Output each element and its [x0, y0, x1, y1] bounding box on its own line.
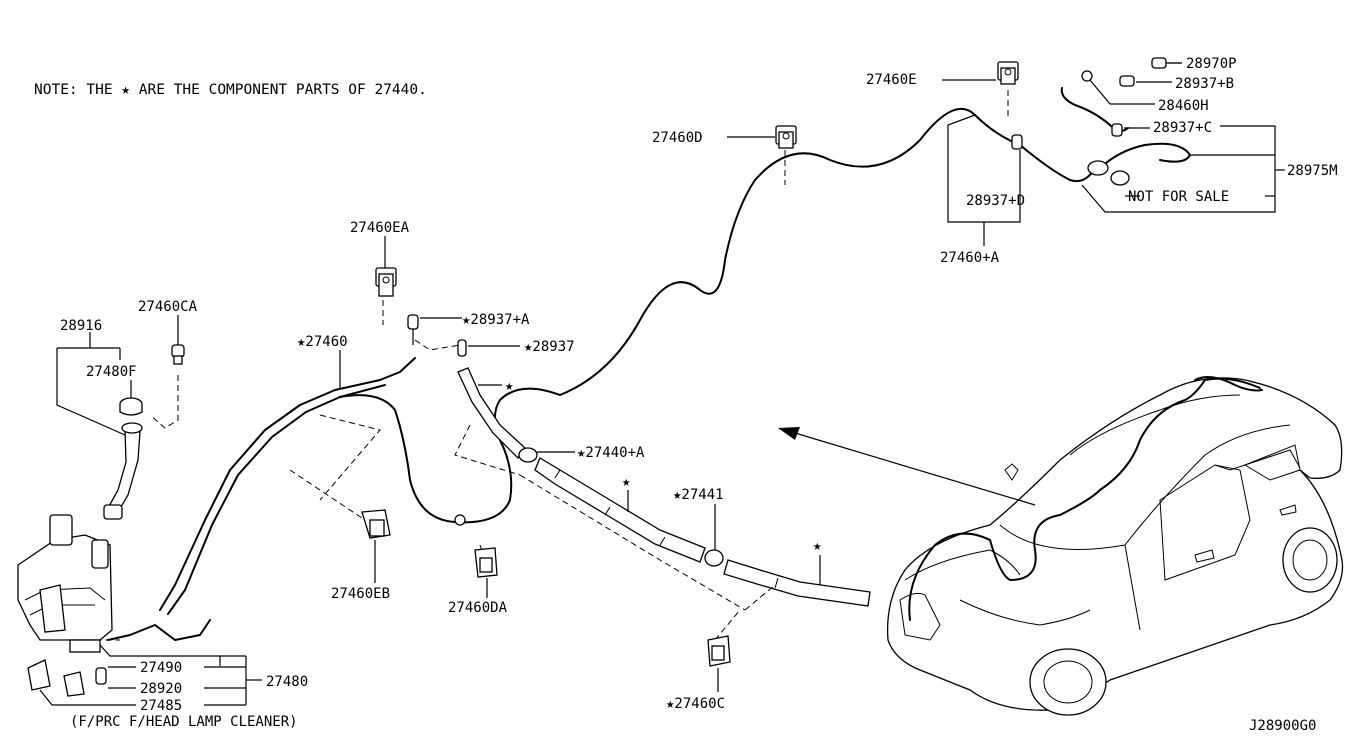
label-27460da: 27460DA: [448, 600, 508, 616]
washer-reservoir: [17, 514, 113, 653]
label-27460ea: 27460EA: [350, 220, 410, 236]
head-lamp-hose-2: [534, 457, 706, 563]
joint-27440a: [518, 447, 538, 463]
label-28920: 28920: [140, 681, 182, 697]
filler-neck-28916: [103, 422, 143, 520]
clip-mark: [604, 506, 611, 516]
clip-mark: [774, 577, 779, 589]
label-not-for-sale: NOT FOR SALE: [1128, 189, 1229, 205]
joint-27441: [704, 549, 724, 567]
label-28937c: 28937+C: [1153, 120, 1212, 136]
label-28916: 28916: [60, 318, 102, 334]
pump-27485: [27, 659, 85, 697]
main-washer-hose-inner: [167, 384, 386, 615]
hose-to-roof: [559, 107, 1021, 396]
main-washer-hose: [159, 357, 416, 611]
label-28937b: 28937+B: [1175, 76, 1234, 92]
label-star-segment-2: ★: [622, 474, 631, 490]
label-27460a: 27460+A: [940, 250, 1000, 266]
clip-27460eb: [361, 509, 391, 539]
component-note: NOTE: THE ★ ARE THE COMPONENT PARTS OF 2…: [34, 82, 427, 98]
nozzle-28937a: [407, 314, 419, 345]
valve-28937c: [1111, 123, 1123, 137]
label-27480f: 27480F: [86, 364, 137, 380]
nozzle-28937b: [1119, 75, 1135, 87]
clip-27460d: [775, 125, 797, 149]
label-27490: 27490: [140, 660, 182, 676]
guide-lines: [79, 90, 1009, 641]
cap-27480f: [119, 397, 143, 416]
label-28937d: 28937+D: [966, 193, 1025, 209]
direction-arrow: [778, 427, 1036, 506]
clip-27460e: [997, 61, 1019, 85]
diagram-code: J28900G0: [1249, 718, 1316, 734]
hose-to-rear: [1019, 144, 1096, 183]
clip-mark: [554, 469, 561, 479]
reservoir-hose: [107, 619, 211, 641]
label-27460ca: 27460CA: [138, 299, 198, 315]
label-27460: ★27460: [297, 334, 348, 350]
label-27480: 27480: [266, 674, 308, 690]
label-28975m: 28975M: [1287, 163, 1338, 179]
label-27441: ★27441: [673, 487, 724, 503]
label-27460e: 27460E: [866, 72, 917, 88]
clip-27460ea: [375, 267, 397, 297]
label-28937: ★28937: [524, 339, 575, 355]
label-27440a: ★27440+A: [577, 445, 645, 461]
label-star-segment-3: ★: [813, 538, 822, 554]
label-28970p: 28970P: [1186, 56, 1237, 72]
joint-28460h: [1081, 70, 1093, 82]
clip-27460da: [454, 514, 498, 578]
head-lamp-hose-1: [457, 367, 526, 460]
label-star-segment-1: ★: [505, 378, 514, 394]
label-27460d: 27460D: [652, 130, 703, 146]
leader-lines: [39, 62, 1285, 706]
label-head-lamp-note: (F/PRC F/HEAD LAMP CLEANER): [70, 714, 298, 730]
label-27485: 27485: [140, 698, 182, 714]
hose-return-loop: [339, 387, 561, 524]
valve-28937: [457, 339, 467, 357]
label-28937a: ★28937+A: [462, 312, 530, 328]
vehicle-illustration: [886, 375, 1344, 716]
grommet-27460ca: [171, 344, 185, 365]
clip-27460c: [707, 635, 731, 667]
label-28460h: 28460H: [1158, 98, 1209, 114]
head-lamp-hose-3: [723, 559, 871, 607]
clip-mark: [659, 536, 666, 546]
grommet-28920: [95, 667, 107, 685]
label-27460c: ★27460C: [666, 696, 725, 712]
grommet-rear: [1087, 160, 1130, 186]
rear-hose-loop: [1099, 142, 1191, 169]
valve-28937d: [1011, 134, 1023, 150]
label-27460eb: 27460EB: [331, 586, 390, 602]
